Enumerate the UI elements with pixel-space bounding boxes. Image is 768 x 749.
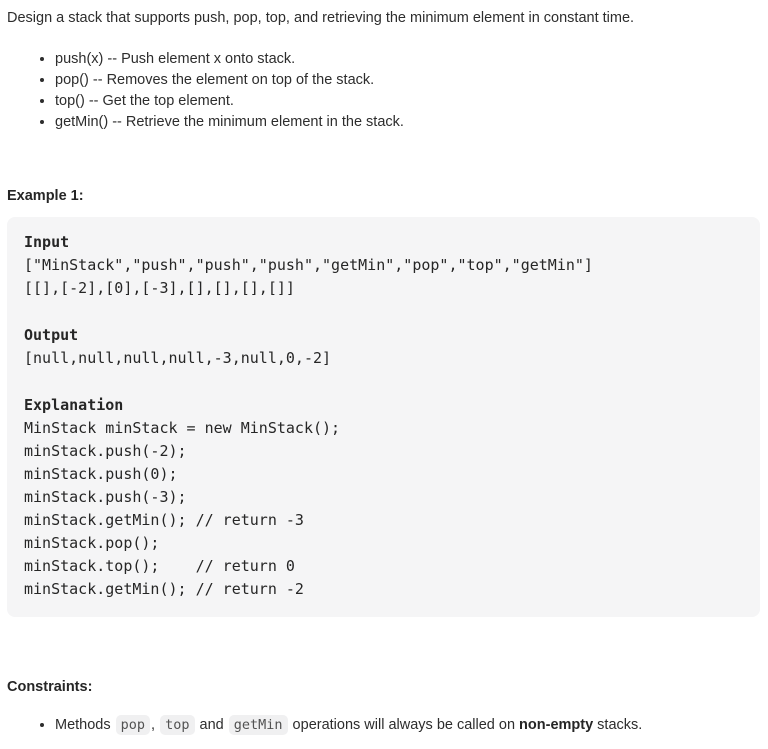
api-method-list: push(x) -- Push element x onto stack. po… [7,49,760,133]
constraint-text: stacks. [593,717,643,733]
explanation-line: minStack.getMin(); // return -2 [24,580,304,598]
explanation-line: minStack.push(0); [24,465,178,483]
problem-statement: Design a stack that supports push, pop, … [7,10,635,26]
explanation-line: minStack.push(-2); [24,442,187,460]
input-label: Input [24,233,70,251]
explanation-line: MinStack minStack = new MinStack(); [24,419,341,437]
constraint-text: Methods [55,717,115,733]
list-item-top: top() -- Get the top element. [55,91,760,112]
constraint-emphasis: non-empty [519,717,594,733]
output-label: Output [24,326,79,344]
example-explanation-section: Explanation MinStack minStack = new MinS… [24,394,744,601]
constraint-text: , [151,717,160,733]
input-line: ["MinStack","push","push","push","getMin… [24,256,593,274]
example-output-section: Output [null,null,null,null,-3,null,0,-2… [24,324,744,370]
constraint-text: and [195,717,228,733]
constraint-text: operations will always be called on [288,717,520,733]
list-item-pop: pop() -- Removes the element on top of t… [55,70,760,91]
example-code-block: Input ["MinStack","push","push","push","… [7,217,760,617]
example-heading-label: Example 1: [7,188,84,204]
explanation-label: Explanation [24,396,124,414]
example-heading: Example 1: [7,186,760,207]
constraints-list: Methods pop, top and getMin operations w… [7,714,760,736]
constraint-item: Methods pop, top and getMin operations w… [55,714,760,736]
explanation-line: minStack.top(); // return 0 [24,557,295,575]
inline-code-top: top [160,715,195,735]
explanation-line: minStack.push(-3); [24,488,187,506]
list-item-getmin: getMin() -- Retrieve the minimum element… [55,112,760,133]
input-line: [[],[-2],[0],[-3],[],[],[],[]] [24,279,295,297]
constraints-heading-label: Constraints: [7,679,93,695]
explanation-line: minStack.pop(); [24,534,160,552]
inline-code-pop: pop [115,715,151,735]
inline-code-getmin: getMin [228,715,288,735]
explanation-line: minStack.getMin(); // return -3 [24,511,304,529]
constraints-heading: Constraints: [7,677,760,698]
list-item-push: push(x) -- Push element x onto stack. [55,49,760,70]
output-line: [null,null,null,null,-3,null,0,-2] [24,349,332,367]
example-input-section: Input ["MinStack","push","push","push","… [24,231,744,300]
